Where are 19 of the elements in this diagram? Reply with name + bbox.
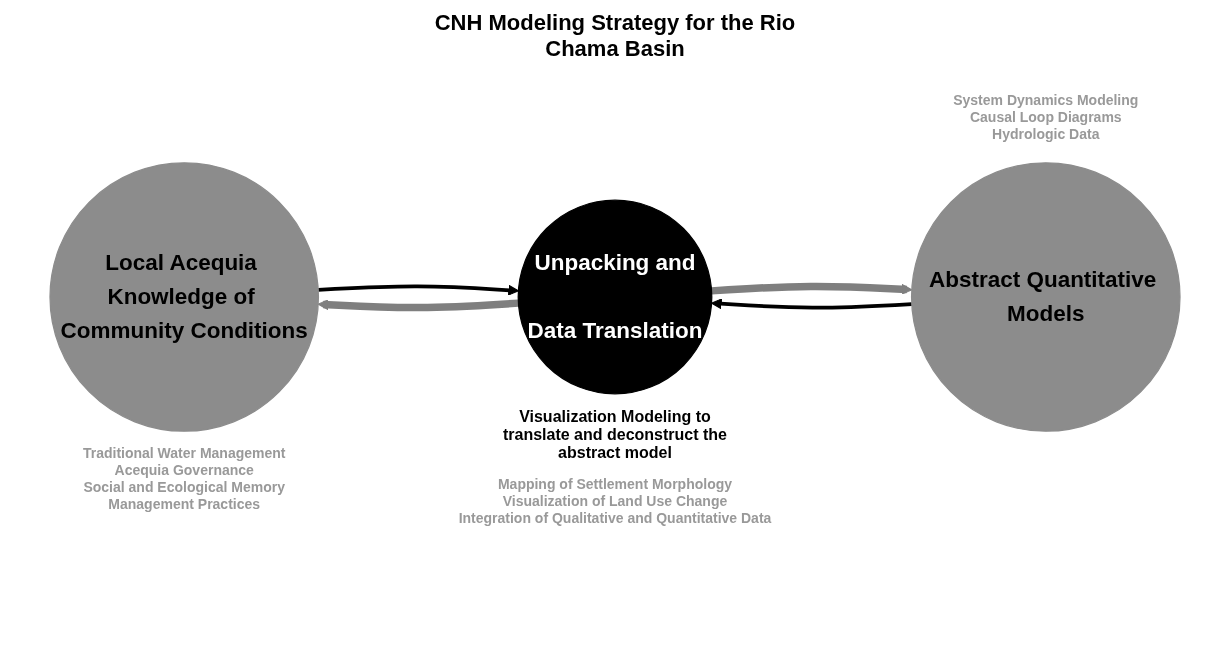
node-circle: Local Acequia Knowledge of Community Conditions <box>49 162 320 432</box>
diagram-title: CNH Modeling Strategy for the Rio Chama Basin <box>433 10 797 62</box>
arrow <box>318 284 519 296</box>
node-circle: Abstract Quantitative Models <box>910 162 1181 432</box>
note-text: Integration of Qualitative and Quantitative Data <box>458 509 772 526</box>
note-text: Management Practices <box>108 496 261 513</box>
note-text: Causal Loop Diagrams <box>969 108 1122 125</box>
arrow <box>711 282 913 295</box>
note-text: Traditional Water Management <box>82 445 286 462</box>
note-text: Mapping of Settlement Morphology <box>497 475 733 492</box>
note-text: Hydrologic Data <box>992 125 1100 142</box>
arrow <box>317 299 519 312</box>
caption-text: Visualization Modeling to translate and deconstruct the abstract model <box>501 407 728 462</box>
note-text: Social and Ecological Memory <box>83 479 285 496</box>
note-text: Visualization of Land Use Change <box>502 492 728 509</box>
note-text: Acequia Governance <box>114 462 254 479</box>
note-text: System Dynamics Modeling <box>953 91 1139 108</box>
node-circle: Unpacking and Data Translation <box>517 199 713 395</box>
arrow <box>711 298 912 310</box>
